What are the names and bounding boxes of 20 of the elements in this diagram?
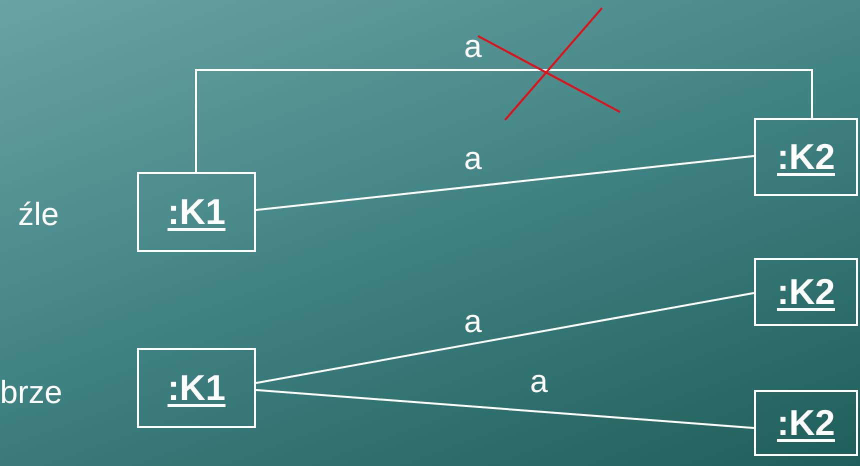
object-box [754,258,858,326]
object-box [754,118,858,196]
object-box [754,390,858,456]
connector-line [256,155,754,211]
object-name: :K2 [776,136,835,178]
edge-label: a [464,30,482,62]
edge-label: a [464,142,482,174]
edge-label: a [530,365,548,397]
side-label: brze [0,374,62,411]
object-name: :K2 [776,402,835,444]
edge-label: a [464,305,482,337]
object-name: :K1 [167,191,226,233]
connector-line [195,69,813,172]
side-label: źle [18,196,59,233]
object-name: :K1 [167,367,226,409]
object-name: :K2 [776,271,835,313]
connector-line [256,292,754,384]
connector-line [256,389,754,429]
object-box [137,348,256,428]
object-box [137,172,256,252]
